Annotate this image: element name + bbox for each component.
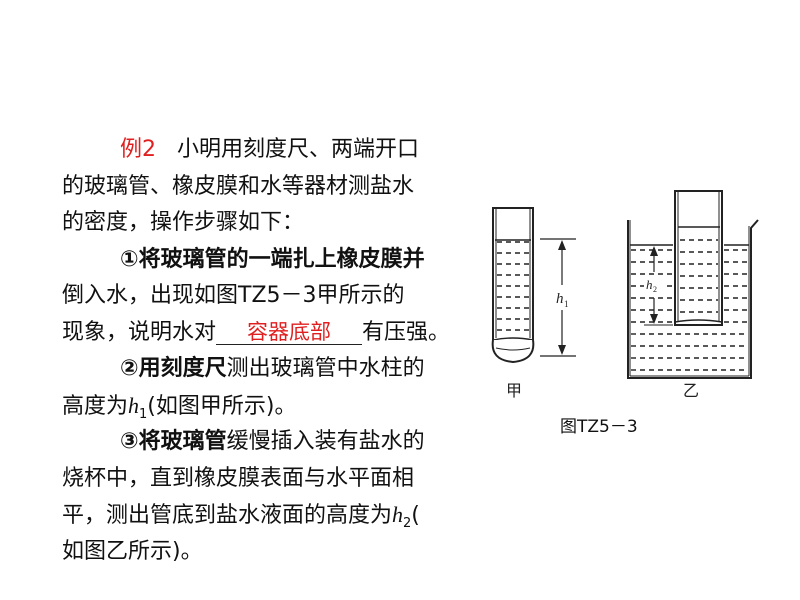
step3-variable: h bbox=[392, 502, 404, 527]
step2-text-pre: 高度为 bbox=[62, 393, 129, 419]
h1-subscript: 1 bbox=[564, 299, 569, 309]
figure-caption: 图TZ5－3 bbox=[560, 417, 638, 437]
text-line-9: ③将玻璃管缓慢插入装有盐水的 bbox=[62, 424, 482, 461]
text-line-4: ①将玻璃管的一端扎上橡皮膜并 bbox=[62, 242, 482, 279]
step3-bold-text: ③将玻璃管 bbox=[120, 429, 227, 454]
step3-text-3-pre: 平，测出管底到盐水液面的高度为 bbox=[62, 503, 393, 528]
step3-subscript: 2 bbox=[403, 516, 412, 531]
water-jia bbox=[497, 241, 529, 342]
step1-text-3-pre: 现象，说明水对 bbox=[62, 319, 217, 345]
tube-yi bbox=[674, 190, 723, 326]
figure-tz5-3: h 1 甲 bbox=[491, 190, 759, 400]
label-jia: 甲 bbox=[506, 381, 522, 400]
intro-text-1: 小明用刻度尺、两端开口 bbox=[176, 137, 419, 162]
intro-text-2: 的玻璃管、橡皮膜和水等器材测盐水 bbox=[62, 173, 415, 199]
text-line-10: 烧杯中，直到橡皮膜表面与水平面相 bbox=[62, 461, 482, 498]
text-line-12: 如图乙所示)。 bbox=[62, 534, 482, 571]
text-line-8: 高度为h1(如图甲所示)。 bbox=[62, 388, 482, 425]
step3-text-4: 如图乙所示)。 bbox=[62, 538, 203, 564]
step3-text-2: 烧杯中，直到橡皮膜表面与水平面相 bbox=[62, 465, 415, 491]
h2-dimension: h 2 bbox=[644, 244, 673, 326]
saltwater-yi bbox=[631, 249, 748, 371]
h2-subscript: 2 bbox=[653, 285, 657, 294]
problem-text: 例2 小明用刻度尺、两端开口 的玻璃管、橡皮膜和水等器材测盐水 的密度，操作步骤… bbox=[62, 132, 482, 570]
text-line-6: 现象，说明水对 容器底部 有压强。 bbox=[62, 315, 482, 352]
step2-subscript: 1 bbox=[139, 406, 148, 422]
h2-label: h bbox=[646, 277, 653, 292]
h1-dimension: h 1 bbox=[540, 238, 576, 357]
answer-blank: 容器底部 bbox=[216, 318, 363, 345]
label-yi: 乙 bbox=[683, 381, 699, 400]
step2-variable: h bbox=[128, 392, 140, 418]
step2-text-post: (如图甲所示)。 bbox=[147, 393, 297, 419]
example-label: 例2 bbox=[120, 137, 156, 162]
text-line-3: 的密度，操作步骤如下： bbox=[62, 205, 482, 242]
text-line-7: ②用刻度尺测出玻璃管中水柱的 bbox=[62, 351, 482, 388]
text-line-1: 例2 小明用刻度尺、两端开口 bbox=[62, 132, 482, 169]
answer-text: 容器底部 bbox=[247, 319, 332, 344]
water-in-tube-yi bbox=[680, 239, 718, 313]
text-line-2: 的玻璃管、橡皮膜和水等器材测盐水 bbox=[62, 169, 482, 206]
step1-text-3-post: 有压强。 bbox=[362, 319, 451, 345]
intro-text-3: 的密度，操作步骤如下： bbox=[62, 210, 305, 235]
text-line-11: 平，测出管底到盐水液面的高度为h2( bbox=[62, 497, 482, 534]
step3-rest-text: 缓慢插入装有盐水的 bbox=[226, 429, 425, 454]
step2-bold-text: ②用刻度尺 bbox=[120, 356, 227, 381]
beaker-yi bbox=[627, 219, 759, 379]
step1-bold-text: ①将玻璃管的一端扎上橡皮膜并 bbox=[120, 246, 425, 272]
step3-text-3-post: ( bbox=[411, 503, 420, 528]
tube-jia bbox=[491, 207, 535, 364]
h1-label: h bbox=[556, 291, 564, 307]
text-line-5: 倒入水，出现如图TZ5－3甲所示的 bbox=[62, 278, 482, 315]
step1-text-2: 倒入水，出现如图TZ5－3甲所示的 bbox=[62, 283, 405, 308]
step2-rest-text: 测出玻璃管中水柱的 bbox=[226, 356, 425, 381]
